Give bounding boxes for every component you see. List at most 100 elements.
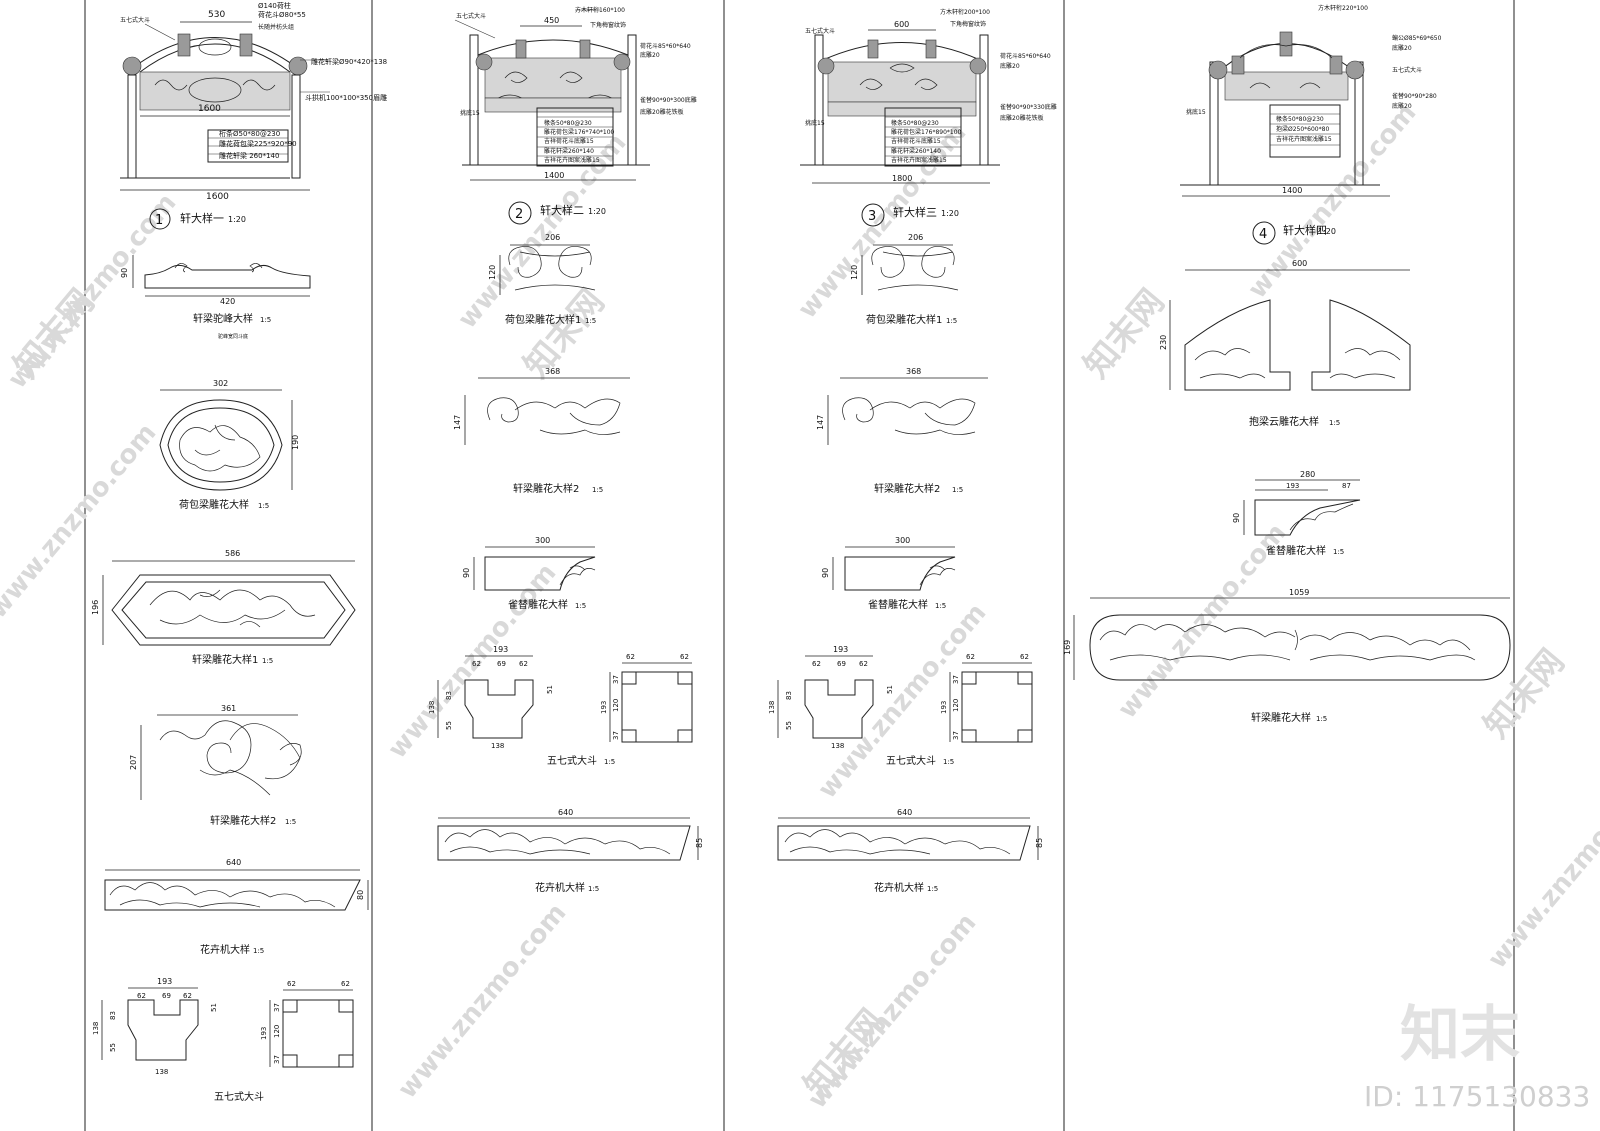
detail-9-dim: 51 (546, 685, 554, 694)
detail-13-scale: 1:5 (935, 602, 946, 610)
panel-3-dim-top: 600 (894, 20, 909, 29)
panel-3-note: 雀替90*90*330底雕 (1000, 103, 1057, 111)
detail-14-scale: 1:5 (943, 758, 954, 766)
detail-14-dim: 69 (837, 660, 846, 668)
watermark-site: www.znzmo.com (812, 598, 992, 804)
detail-15-title: 花卉机大样 (874, 881, 924, 894)
detail-scroll-2 (464, 377, 630, 445)
panel-1-note: 斗拱机100*100*350眉雕 (305, 93, 387, 102)
watermark-brand: 知末网 (1476, 642, 1572, 746)
detail-9-dim: 37 (612, 675, 620, 684)
detail-14-title: 五七式大斗 (886, 754, 936, 767)
panel-1-note: 荷花斗Ø80*55 (258, 10, 306, 19)
detail-14-dim: 37 (952, 675, 960, 684)
detail-14-dim: 62 (966, 653, 975, 661)
panel-1-note: 雕花轩梁Ø90*420*138 (311, 57, 387, 66)
detail-17-dim: 280 (1300, 470, 1315, 479)
detail-10-dim: 640 (558, 808, 573, 817)
panel-2-note: 椽条50*80@230 (544, 119, 592, 127)
detail-5-dim: 138 (155, 1068, 168, 1076)
watermark-site: www.znzmo.com (1482, 768, 1600, 974)
detail-bracket-dou-3 (777, 655, 1033, 743)
panel-1-dim-mid: 1600 (198, 104, 221, 114)
detail-9-dim: 37 (612, 731, 620, 740)
detail-14-dim: 62 (859, 660, 868, 668)
panel-2-note: 雕花荷包梁176*740*100 (544, 128, 615, 136)
detail-7-dim: 147 (453, 415, 462, 430)
detail-15-dim: 85 (1035, 838, 1044, 848)
detail-lobed-panel (102, 560, 356, 646)
panel-1-note: Ø140荷柱 (258, 1, 291, 10)
watermark-site: www.znzmo.com (1242, 98, 1422, 304)
detail-flower-board-3 (777, 817, 1039, 861)
detail-oval-carving (159, 389, 293, 491)
detail-16-scale: 1:5 (1329, 419, 1340, 427)
detail-13-title: 雀替雕花大样 (868, 598, 928, 611)
panel-2-note: 挑底15 (460, 109, 480, 117)
detail-9-dim: 83 (445, 691, 453, 700)
detail-11-title: 荷包梁雕花大样1 (866, 313, 942, 326)
detail-14-dim: 55 (785, 721, 793, 730)
detail-queti-2 (473, 546, 596, 591)
panel-1-elevation (120, 21, 330, 230)
detail-18-dim: 1059 (1289, 588, 1309, 597)
detail-8-title: 雀替雕花大样 (508, 598, 568, 611)
detail-17-dim: 87 (1342, 482, 1351, 490)
panel-3-note: 雕花轩梁260*140 (891, 147, 941, 155)
detail-5-dim: 37 (273, 1055, 281, 1064)
detail-11-scale: 1:5 (946, 317, 957, 325)
panel-4-note: 五七式大斗 (1392, 66, 1422, 74)
detail-10-scale: 1:5 (588, 885, 599, 893)
detail-1-dim: 190 (291, 435, 300, 450)
detail-9-dim: 55 (445, 721, 453, 730)
detail-14-dim: 120 (952, 699, 960, 712)
panel-2-note: 方木轩桁160*100 (575, 6, 625, 14)
panel-3-note: 底雕20雕花铁板 (1000, 114, 1044, 122)
detail-12-title: 轩梁雕花大样2 (874, 482, 940, 495)
panel-3-number: 3 (868, 209, 876, 224)
detail-14-dim: 51 (886, 685, 894, 694)
watermark-brand: 知末网 (516, 282, 612, 386)
detail-9-dim: 193 (493, 645, 508, 654)
detail-6-scale: 1:5 (585, 317, 596, 325)
detail-18-title: 轩梁雕花大样 (1251, 711, 1311, 724)
panel-2-number: 2 (515, 207, 523, 222)
detail-3-dim: 361 (221, 704, 236, 713)
panel-2-dim-bottom: 1400 (544, 171, 564, 180)
detail-6-title: 荷包梁雕花大样1 (505, 313, 581, 326)
panel-2-note: 下角梅窗纹饰 (590, 21, 626, 29)
detail-5-dim: 62 (341, 980, 350, 988)
panel-2-note: 五七式大斗 (456, 12, 486, 20)
panel-1-note: 桁条Ø50*80@230 (219, 129, 280, 138)
panel-1-number: 1 (155, 213, 163, 228)
detail-4-scale: 1:5 (253, 947, 264, 955)
detail-14-dim: 62 (1020, 653, 1029, 661)
detail-12-dim: 368 (906, 367, 921, 376)
panel-3-note: 雕花荷包梁176*890*100 (891, 128, 962, 136)
detail-5-dim: 193 (157, 977, 172, 986)
detail-17-title: 雀替雕花大样 (1266, 544, 1326, 557)
panel-4-scale: 1:20 (1318, 227, 1336, 236)
detail-14-dim: 138 (768, 701, 776, 714)
panel-4-note: 挑底15 (1186, 108, 1206, 116)
detail-9-dim: 62 (519, 660, 528, 668)
watermark-site: www.znzmo.com (392, 898, 572, 1104)
detail-3-dim: 207 (129, 755, 138, 770)
detail-5-title: 五七式大斗 (214, 1090, 264, 1103)
detail-queti-3 (832, 546, 956, 591)
detail-5-dim: 83 (109, 1011, 117, 1020)
panel-4-note: 吉祥花卉图案浅雕15 (1276, 135, 1332, 143)
sheet-border (84, 0, 1515, 1131)
detail-7-dim: 368 (545, 367, 560, 376)
panel-1-note: 长随并枋头组 (258, 23, 294, 31)
panel-4-note: 椽条50*80@230 (1276, 115, 1324, 123)
detail-17-dim: 193 (1286, 482, 1299, 490)
panel-3-dim-bottom: 1800 (892, 174, 912, 183)
panel-4-note: 底雕20 (1392, 44, 1412, 52)
detail-5-dim: 51 (210, 1003, 218, 1012)
panel-2-note: 吉祥花卉图案浅雕15 (544, 156, 600, 164)
detail-9-dim: 69 (497, 660, 506, 668)
panel-2-note: 底雕20雕花铁板 (640, 108, 684, 116)
panel-2-dim-top: 450 (544, 16, 559, 25)
